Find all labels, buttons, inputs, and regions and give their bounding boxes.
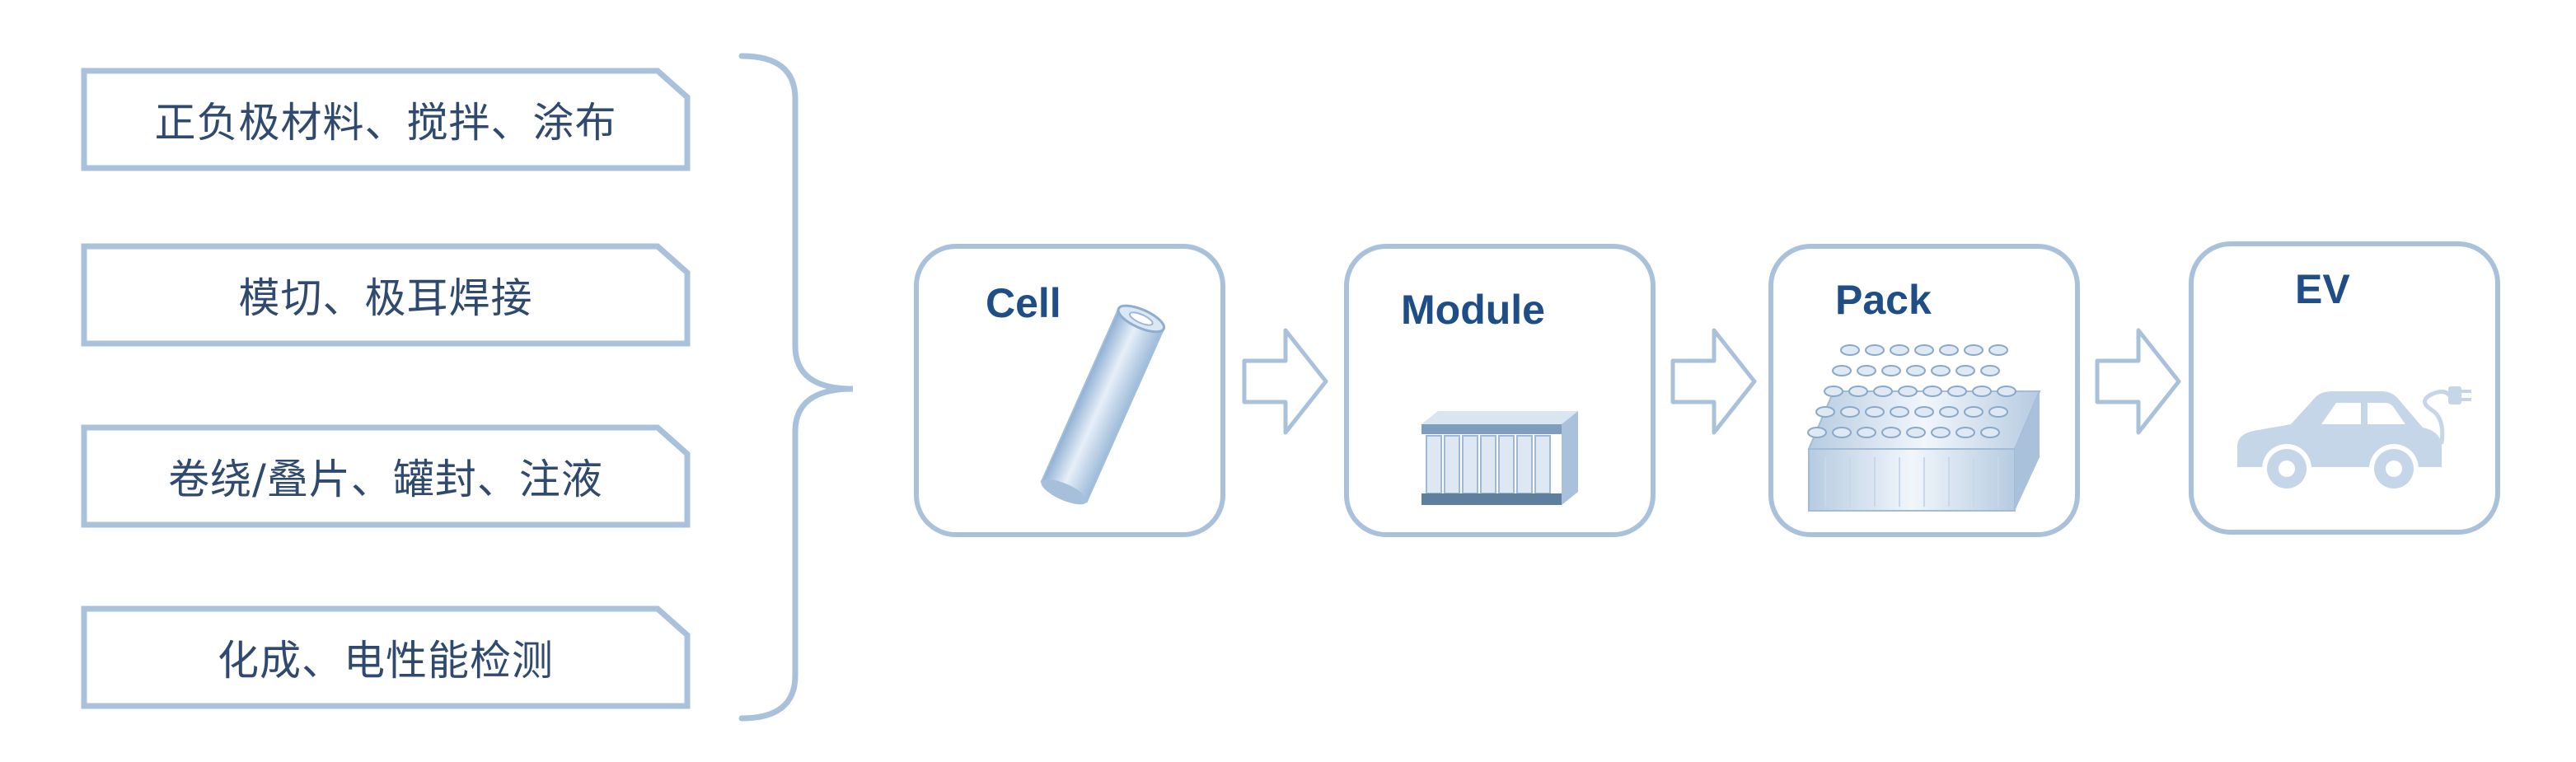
- process-step-label: 化成、电性能检测: [218, 637, 554, 685]
- process-step-4: 化成、电性能检测: [81, 605, 691, 709]
- stage-title: Module: [1401, 287, 1545, 333]
- process-step-2: 模切、极耳焊接: [81, 243, 691, 347]
- grouping-brace: [738, 53, 854, 722]
- stage-pack: Pack: [1768, 243, 2081, 538]
- stage-title: Cell: [986, 280, 1061, 326]
- stage-ev: EV: [2188, 241, 2501, 535]
- battery-pack-icon: [1807, 344, 2041, 512]
- cylindrical-cell-icon: [1040, 304, 1166, 505]
- process-step-label: 正负极材料、搅拌、涂布: [154, 99, 617, 147]
- process-step-3: 卷绕/叠片、罐封、注液: [81, 424, 691, 528]
- stage-title: EV: [2295, 266, 2350, 312]
- process-step-label: 卷绕/叠片、罐封、注液: [168, 456, 603, 503]
- electric-car-icon: [2237, 386, 2471, 493]
- flow-arrow-icon: [1242, 328, 1328, 435]
- flow-arrow-icon: [2095, 328, 2181, 435]
- process-step-label: 模切、极耳焊接: [238, 274, 533, 322]
- battery-module-icon: [1421, 411, 1578, 505]
- stage-cell: Cell: [913, 243, 1226, 538]
- process-step-1: 正负极材料、搅拌、涂布: [81, 68, 691, 171]
- stage-title: Pack: [1835, 277, 1932, 323]
- stage-module: Module: [1343, 243, 1656, 538]
- flow-arrow-icon: [1670, 328, 1757, 435]
